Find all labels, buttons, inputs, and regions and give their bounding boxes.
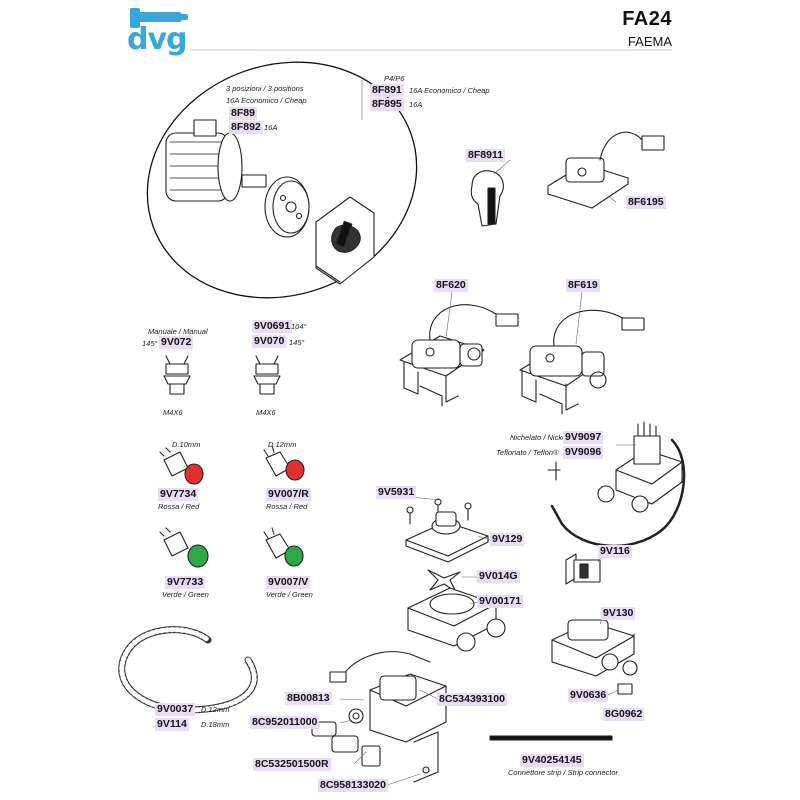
impeller-9V014G — [427, 569, 461, 593]
part-code-9V129: 9V129 — [490, 533, 525, 546]
part-code-9V130: 9V130 — [601, 607, 636, 620]
part-code-9V0691: 9V0691 — [252, 320, 293, 333]
part-code-9V00171: 9V00171 — [477, 595, 524, 608]
deg-145-a: 145° — [142, 339, 158, 348]
flowmeter-8F6195 — [547, 131, 665, 209]
part-code-8C958133020: 8C958133020 — [318, 779, 388, 792]
red-note-b: Rossa / Red — [266, 502, 308, 511]
part-code-8F89: 8F89 — [229, 107, 257, 120]
strip-connector-note: Connettore strip / Strip connector — [508, 768, 619, 777]
lamp-9V007V — [263, 527, 304, 567]
d18-hose-note: D.18mm — [201, 720, 230, 729]
note-16A-a: 16A — [264, 123, 278, 132]
spiral-hose — [118, 626, 258, 714]
dvg-logo-mark — [130, 8, 188, 28]
green-note-b: Verde / Green — [266, 590, 313, 599]
part-code-8F892: 8F892 — [229, 121, 263, 134]
lamp-9V007R — [263, 445, 305, 481]
switch-knob-plate — [315, 196, 375, 285]
switch-flange — [264, 176, 310, 238]
red-note-a: Rossa / Red — [158, 502, 200, 511]
nickel-note: Nichelato / Nickel — [510, 433, 568, 442]
flange-9V129 — [405, 511, 489, 563]
flowmeter-9V9097 — [547, 421, 686, 548]
part-code-8C952011000: 8C952011000 — [250, 716, 320, 729]
part-code-9V007V: 9V007/V — [266, 576, 311, 589]
part-code-8F620: 8F620 — [434, 279, 468, 292]
flowmeter-8F619 — [519, 309, 645, 415]
note-16A-b: 16A — [409, 100, 423, 109]
part-code-8F6195: 8F6195 — [626, 196, 666, 209]
switch-cheap-note: 16A Economico / Cheap — [226, 96, 307, 105]
lamp-9V7734 — [159, 447, 204, 485]
brand-subtitle: FAEMA — [627, 34, 672, 49]
flowmeter-assembly-8C534393100 — [311, 651, 447, 783]
part-code-9V072: 9V072 — [159, 336, 194, 349]
thermostat-9V072 — [163, 355, 191, 395]
part-code-9V9096: 9V9096 — [563, 446, 604, 459]
part-code-9V9097: 9V9097 — [563, 431, 604, 444]
lamp-9V7733 — [159, 527, 209, 568]
part-code-8F8911: 8F8911 — [466, 149, 506, 162]
teflon-note: Teflonato / Teflon® — [496, 448, 559, 457]
coil-9V116 — [565, 553, 601, 585]
model-title: FA24 — [622, 8, 672, 30]
part-code-9V5931: 9V5931 — [376, 486, 417, 499]
deg-145-b: 145° — [289, 338, 305, 347]
strip-connector — [489, 735, 613, 741]
d10-note: D.10mm — [172, 440, 201, 449]
note-8F891: 16A Economico / Cheap — [409, 86, 490, 95]
part-code-9V070: 9V070 — [252, 335, 287, 348]
part-code-9V7734: 9V7734 — [158, 488, 199, 501]
flowmeter-8F620 — [399, 304, 519, 407]
part-code-8C534393100: 8C534393100 — [437, 693, 507, 706]
flowmeter-body-9V00171 — [407, 587, 506, 652]
brand-logo: dvg — [127, 22, 188, 57]
part-code-9V40254145: 9V40254145 — [520, 754, 584, 767]
part-code-9V116: 9V116 — [598, 545, 632, 558]
d12-hose-note: D.12mm — [201, 705, 230, 714]
part-code-8C532501500R: 8C532501500R — [253, 758, 331, 771]
part-code-9V7733: 9V7733 — [165, 576, 206, 589]
part-code-8F891: 8F891 — [370, 84, 404, 97]
m4x6-b: M4X6 — [256, 408, 276, 417]
switch-positions-note: 3 posizioni / 3 positions — [226, 84, 304, 93]
part-code-9V114: 9V114 — [155, 718, 189, 731]
knob-8F8911 — [470, 170, 504, 227]
part-code-9V014G: 9V014G — [477, 570, 520, 583]
manual-note: Manuale / Manual — [148, 327, 208, 336]
part-code-8F895: 8F895 — [370, 98, 404, 111]
deg-104: 104° — [291, 322, 307, 331]
m4x6-a: M4X6 — [163, 408, 183, 417]
part-code-9V0037: 9V0037 — [155, 703, 196, 716]
green-note-a: Verde / Green — [162, 590, 209, 599]
rotary-switch-body — [165, 119, 267, 202]
part-code-9V0636: 9V0636 — [568, 689, 609, 702]
part-code-9V007R: 9V007/R — [266, 488, 311, 501]
part-code-8G0962: 8G0962 — [603, 708, 645, 721]
d12-note: D.12mm — [268, 440, 297, 449]
p4p6-note: P4/P6 — [384, 74, 405, 83]
part-code-8F619: 8F619 — [566, 279, 600, 292]
part-code-8B00813: 8B00813 — [285, 692, 332, 705]
thermostat-9V070 — [253, 355, 281, 395]
flowmeter-9V130 — [551, 619, 638, 695]
